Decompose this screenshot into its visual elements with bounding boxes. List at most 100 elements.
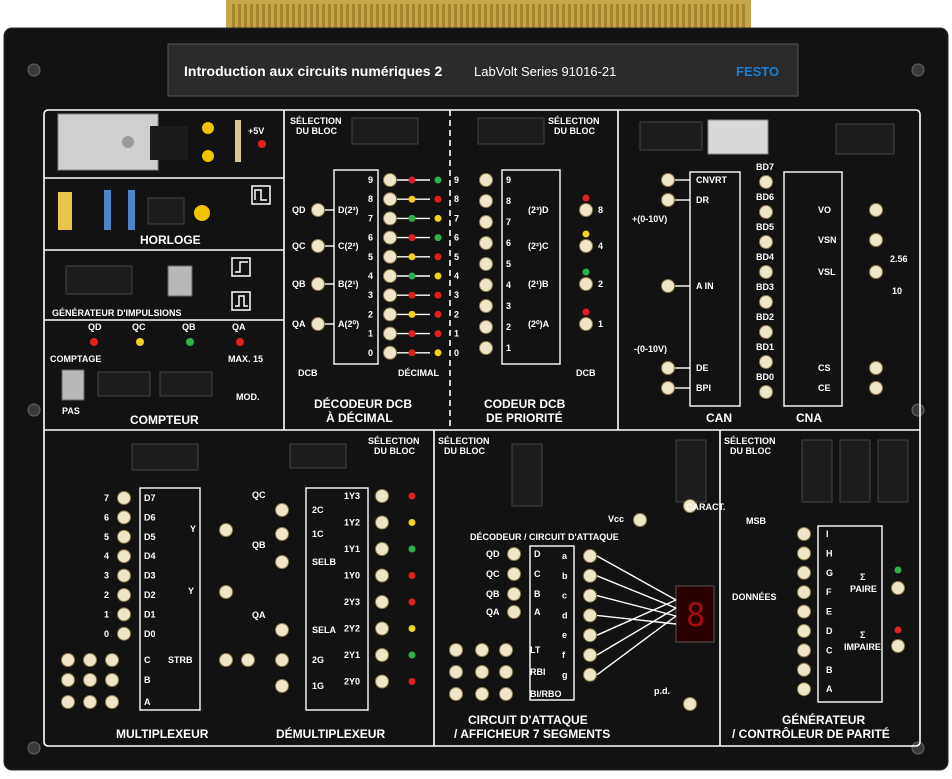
mux-select-jack[interactable] xyxy=(61,695,75,709)
mux-select-jack[interactable] xyxy=(61,673,75,687)
enc-output-jack[interactable] xyxy=(579,317,593,331)
parity-input-jack[interactable] xyxy=(797,546,811,561)
adc-input-jack[interactable] xyxy=(661,193,675,207)
demux-input-jack[interactable] xyxy=(275,653,289,667)
disp-ctrl-jack[interactable] xyxy=(449,643,463,657)
parity-input-jack[interactable] xyxy=(797,682,811,697)
parity-input-jack[interactable] xyxy=(797,585,811,600)
mux-data-jack[interactable] xyxy=(117,568,131,583)
mux-ybar-jack[interactable] xyxy=(219,585,233,599)
parity-input-jack[interactable] xyxy=(797,643,811,658)
mux-data-jack[interactable] xyxy=(117,588,131,602)
mux-select-jack[interactable] xyxy=(61,653,75,667)
dac-pin-jack[interactable] xyxy=(869,361,883,375)
dac-pin-jack[interactable] xyxy=(869,265,883,279)
mux-select-jack[interactable] xyxy=(105,695,119,709)
dec-output-jack[interactable] xyxy=(383,326,397,341)
disp-ctrl-jack[interactable] xyxy=(475,665,489,679)
enc-output-jack[interactable] xyxy=(579,239,593,253)
count-toggle-switch[interactable] xyxy=(61,369,85,401)
dac-pin-jack[interactable] xyxy=(869,233,883,247)
disp-ctrl-jack[interactable] xyxy=(475,687,489,701)
disp-seg-jack[interactable] xyxy=(583,628,597,643)
adc-bit-jack[interactable] xyxy=(759,205,773,219)
mux-data-jack[interactable] xyxy=(117,491,131,505)
adc-input-jack[interactable] xyxy=(661,173,675,187)
disp-ctrl-jack[interactable] xyxy=(499,643,513,657)
dac-pin-jack[interactable] xyxy=(869,203,883,217)
mux-select-jack[interactable] xyxy=(83,653,97,667)
enc-input-jack[interactable] xyxy=(479,278,493,292)
parity-input-jack[interactable] xyxy=(797,624,811,638)
enc-input-jack[interactable] xyxy=(479,341,493,355)
demux-output-jack[interactable] xyxy=(375,595,389,609)
enc-input-jack[interactable] xyxy=(479,299,493,313)
dec-output-jack[interactable] xyxy=(383,192,397,207)
demux-input-jack[interactable] xyxy=(275,555,289,569)
dec-output-jack[interactable] xyxy=(383,288,397,303)
enc-input-jack[interactable] xyxy=(479,236,493,250)
dec-output-jack[interactable] xyxy=(383,249,397,264)
disp-ctrl-jack[interactable] xyxy=(449,665,463,679)
caract-jack[interactable] xyxy=(683,499,697,513)
pd-jack[interactable] xyxy=(683,697,697,711)
mux-data-jack[interactable] xyxy=(117,549,131,564)
mux-data-jack[interactable] xyxy=(117,529,131,544)
dac-pin-jack[interactable] xyxy=(869,381,883,395)
mux-data-jack[interactable] xyxy=(117,510,131,525)
adc-bit-jack[interactable] xyxy=(759,355,773,369)
adc-bit-jack[interactable] xyxy=(759,175,773,189)
dec-output-jack[interactable] xyxy=(383,230,397,245)
mux-select-jack[interactable] xyxy=(105,673,119,687)
disp-input-jack[interactable] xyxy=(507,567,521,581)
enc-output-jack[interactable] xyxy=(579,277,593,291)
enc-output-jack[interactable] xyxy=(579,203,593,217)
mux-select-jack[interactable] xyxy=(83,673,97,687)
dec-output-jack[interactable] xyxy=(383,173,397,187)
dec-input-jack[interactable] xyxy=(311,277,325,291)
mux-data-jack[interactable] xyxy=(117,626,131,641)
enc-input-jack[interactable] xyxy=(479,173,493,187)
demux-input-jack[interactable] xyxy=(275,679,289,693)
enc-input-jack[interactable] xyxy=(479,194,493,208)
demux-input-jack[interactable] xyxy=(275,503,289,517)
dec-input-jack[interactable] xyxy=(311,203,325,217)
enc-input-jack[interactable] xyxy=(479,215,493,229)
demux-output-jack[interactable] xyxy=(375,542,389,556)
disp-seg-jack[interactable] xyxy=(583,568,597,583)
demux-output-jack[interactable] xyxy=(375,674,389,689)
dec-input-jack[interactable] xyxy=(311,239,325,253)
disp-seg-jack[interactable] xyxy=(583,549,597,563)
adc-bit-jack[interactable] xyxy=(759,325,773,339)
dec-output-jack[interactable] xyxy=(383,269,397,283)
parity-input-jack[interactable] xyxy=(797,604,811,619)
adc-bit-jack[interactable] xyxy=(759,265,773,279)
mux-data-jack[interactable] xyxy=(117,607,131,622)
disp-input-jack[interactable] xyxy=(507,547,521,561)
disp-ctrl-jack[interactable] xyxy=(499,687,513,701)
adc-input-jack[interactable] xyxy=(661,279,675,293)
adc-bit-jack[interactable] xyxy=(759,295,773,309)
mux-strb-jack[interactable] xyxy=(241,653,255,667)
enc-input-jack[interactable] xyxy=(479,320,493,334)
dec-output-jack[interactable] xyxy=(383,307,397,322)
demux-output-jack[interactable] xyxy=(375,489,389,503)
disp-input-jack[interactable] xyxy=(507,605,521,619)
mux-strb-jack[interactable] xyxy=(219,653,233,667)
mux-y-jack[interactable] xyxy=(219,523,233,537)
adc-bit-jack[interactable] xyxy=(759,235,773,249)
parity-odd-jack[interactable] xyxy=(891,639,905,653)
demux-input-jack[interactable] xyxy=(275,527,289,541)
disp-ctrl-jack[interactable] xyxy=(449,687,463,701)
disp-seg-jack[interactable] xyxy=(583,667,597,682)
enc-input-jack[interactable] xyxy=(479,257,493,271)
demux-input-jack[interactable] xyxy=(275,623,289,637)
dec-output-jack[interactable] xyxy=(383,211,397,226)
parity-input-jack[interactable] xyxy=(797,527,811,541)
vcc-jack[interactable] xyxy=(633,513,647,527)
disp-seg-jack[interactable] xyxy=(583,608,597,623)
parity-input-jack[interactable] xyxy=(797,565,811,580)
demux-output-jack[interactable] xyxy=(375,515,389,530)
disp-ctrl-jack[interactable] xyxy=(475,643,489,657)
disp-seg-jack[interactable] xyxy=(583,648,597,662)
